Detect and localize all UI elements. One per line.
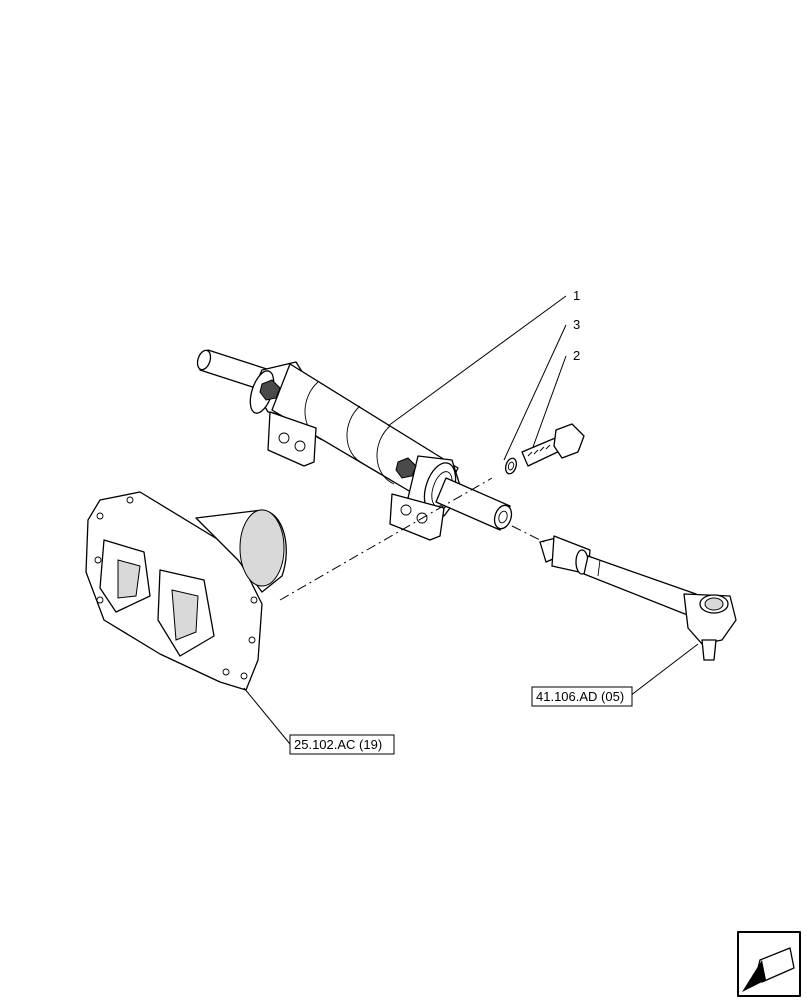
ref-housing-label: 25.102.AC (19) xyxy=(294,737,382,752)
callout-3: 3 xyxy=(573,317,580,332)
tie-rod[interactable] xyxy=(539,535,737,661)
washer[interactable] xyxy=(504,457,518,475)
bolt[interactable] xyxy=(521,423,585,467)
steering-cylinder[interactable] xyxy=(195,349,514,541)
ref-tie-rod[interactable]: 41.106.AD (05) xyxy=(531,686,633,707)
leader-lines xyxy=(243,295,699,745)
callout-1: 1 xyxy=(573,288,580,303)
transmission-housing[interactable] xyxy=(85,491,287,691)
ref-housing[interactable]: 25.102.AC (19) xyxy=(289,734,395,755)
callout-2: 2 xyxy=(573,348,580,363)
arrow-nav-icon[interactable] xyxy=(737,931,801,997)
ref-tie-rod-label: 41.106.AD (05) xyxy=(536,689,624,704)
